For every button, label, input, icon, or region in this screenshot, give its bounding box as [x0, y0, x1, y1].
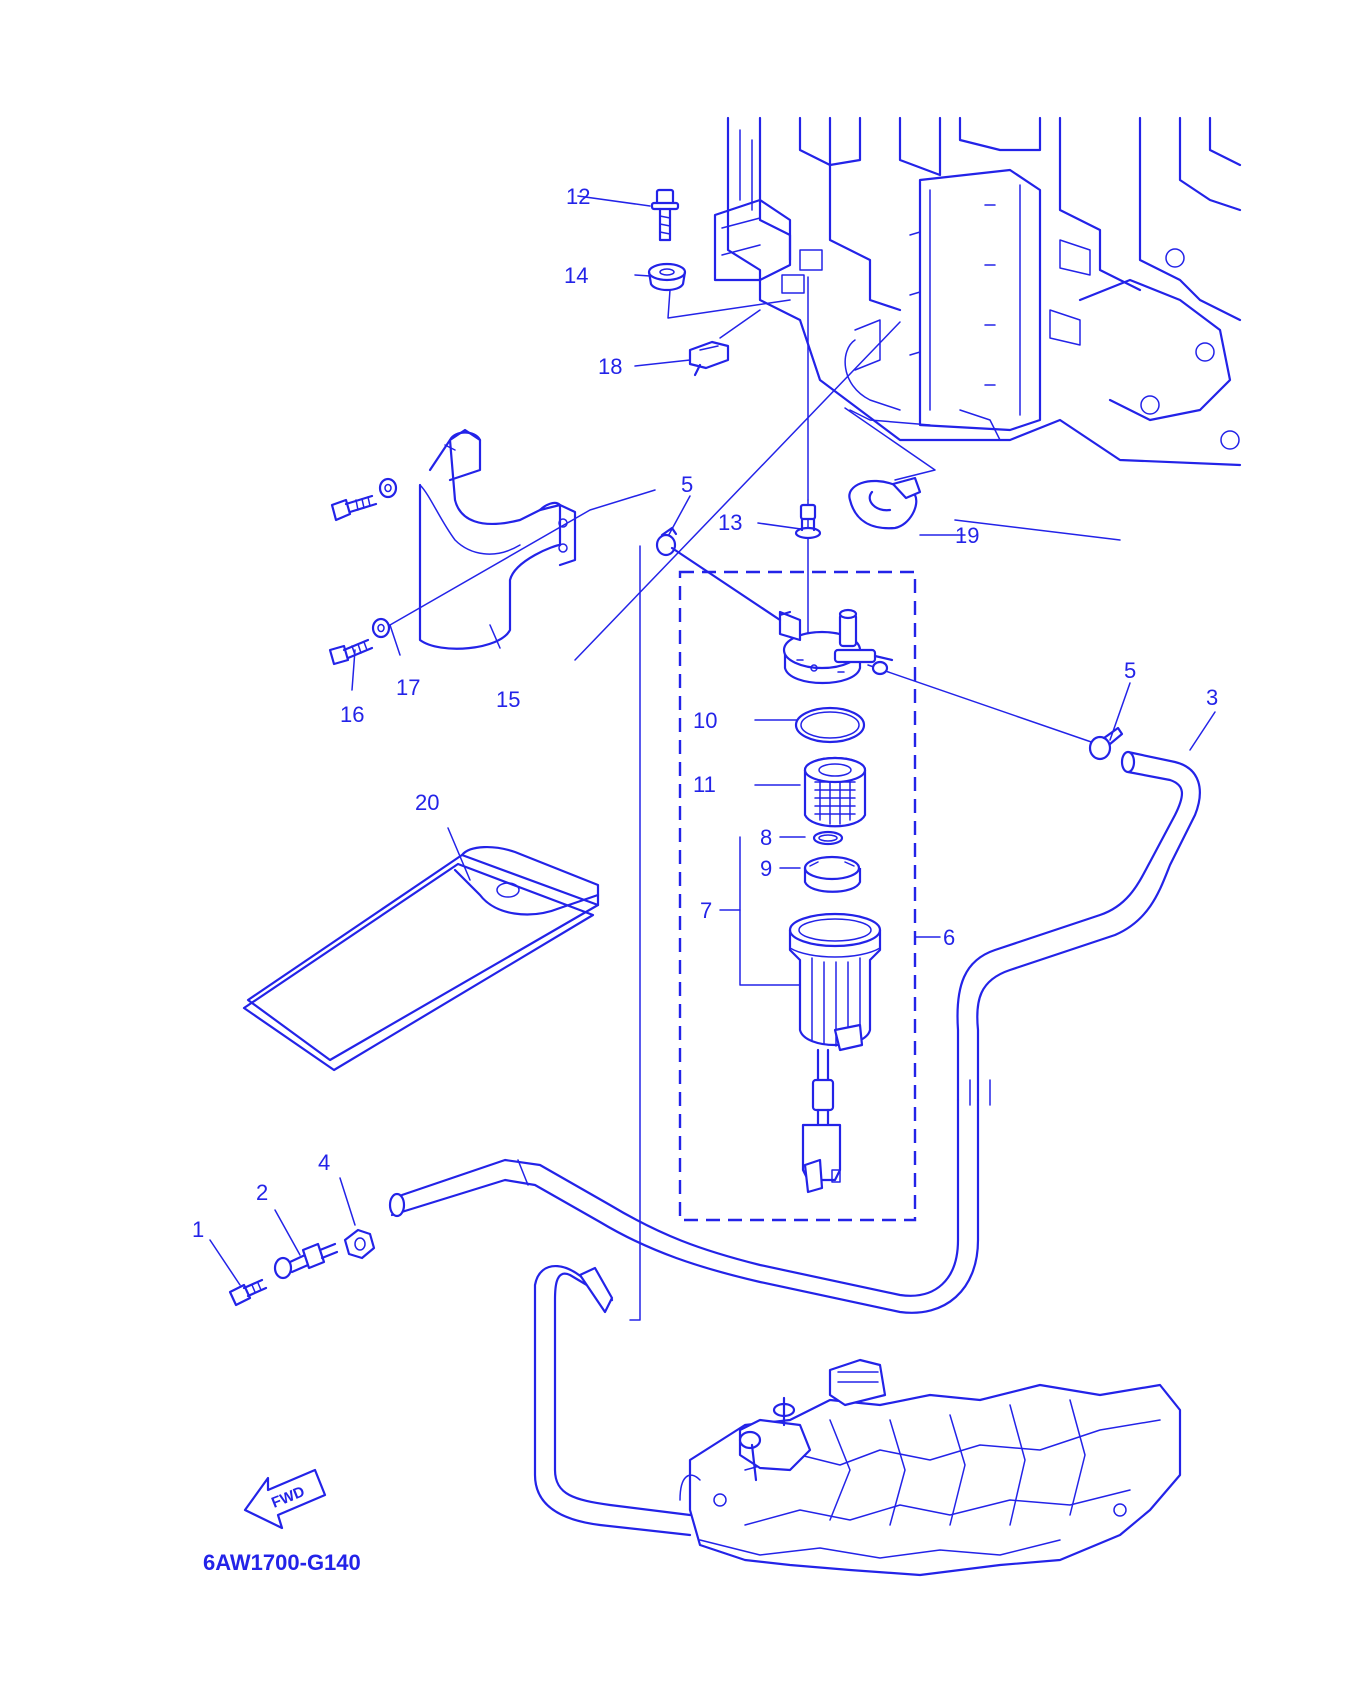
- callout-5-lower: 5: [1124, 658, 1136, 683]
- part-15-bracket: [418, 428, 577, 650]
- filter-head: [670, 546, 894, 684]
- callout-7: 7: [700, 898, 712, 923]
- callout-5-upper: 5: [681, 472, 693, 497]
- part-11-filter-element: [803, 756, 867, 828]
- callout-16: 16: [340, 702, 364, 727]
- part-5-clip-upper: [655, 526, 678, 557]
- part-12-bolt: [650, 188, 680, 242]
- fwd-arrow: FWD: [243, 1468, 327, 1530]
- callout-17: 17: [396, 675, 420, 700]
- callout-20: 20: [415, 790, 439, 815]
- callout-15: 15: [496, 687, 520, 712]
- diagram-code: 6AW1700-G140: [203, 1550, 361, 1575]
- callout-18: 18: [598, 354, 622, 379]
- part-19-sensor: [848, 476, 922, 530]
- part-6-assembly-boundary: [678, 570, 917, 1222]
- part-1-bolt: [228, 1278, 268, 1307]
- callout-labels: 1 2 3 4 5 5 6 7 8 9 10 11 12 13 14 15 16…: [192, 184, 1218, 1242]
- callout-3: 3: [1206, 685, 1218, 710]
- part-16-bolt: [328, 638, 374, 666]
- callout-10: 10: [693, 708, 717, 733]
- callout-11: 11: [693, 772, 716, 797]
- part-14-grommet: [647, 262, 687, 292]
- engine-block: [713, 116, 1242, 467]
- part-5-clip-lower: [1088, 726, 1124, 761]
- part-13-bolt: [794, 503, 822, 540]
- upper-bolt-washer: [330, 477, 398, 522]
- callout-8: 8: [760, 825, 772, 850]
- callout-14: 14: [564, 263, 588, 288]
- part-10-o-ring-inner: [800, 711, 860, 739]
- callout-1: 1: [192, 1217, 204, 1242]
- callout-4: 4: [318, 1150, 330, 1175]
- part-10-o-ring: [794, 706, 866, 744]
- part-20-manual: [242, 846, 600, 1072]
- part-7-filter-cup: [788, 912, 882, 1194]
- part-4-nut: [343, 1228, 376, 1260]
- part-18-connector: [688, 340, 730, 377]
- leader-lines: [209, 195, 1216, 1321]
- callout-12: 12: [566, 184, 590, 209]
- callout-6: 6: [943, 925, 955, 950]
- part-9-float: [803, 855, 862, 893]
- lower-fuel-hose: [388, 1098, 980, 1314]
- callout-2: 2: [256, 1180, 268, 1205]
- part-3-hose: [956, 750, 1201, 1106]
- callout-13: 13: [718, 510, 742, 535]
- part-17-washer: [371, 617, 391, 639]
- intake-manifold: [679, 1358, 1182, 1577]
- return-hose: [533, 1265, 692, 1537]
- callout-9: 9: [760, 856, 772, 881]
- part-8-o-ring: [812, 830, 844, 846]
- callout-19: 19: [955, 523, 979, 548]
- part-2-joint: [273, 1242, 339, 1280]
